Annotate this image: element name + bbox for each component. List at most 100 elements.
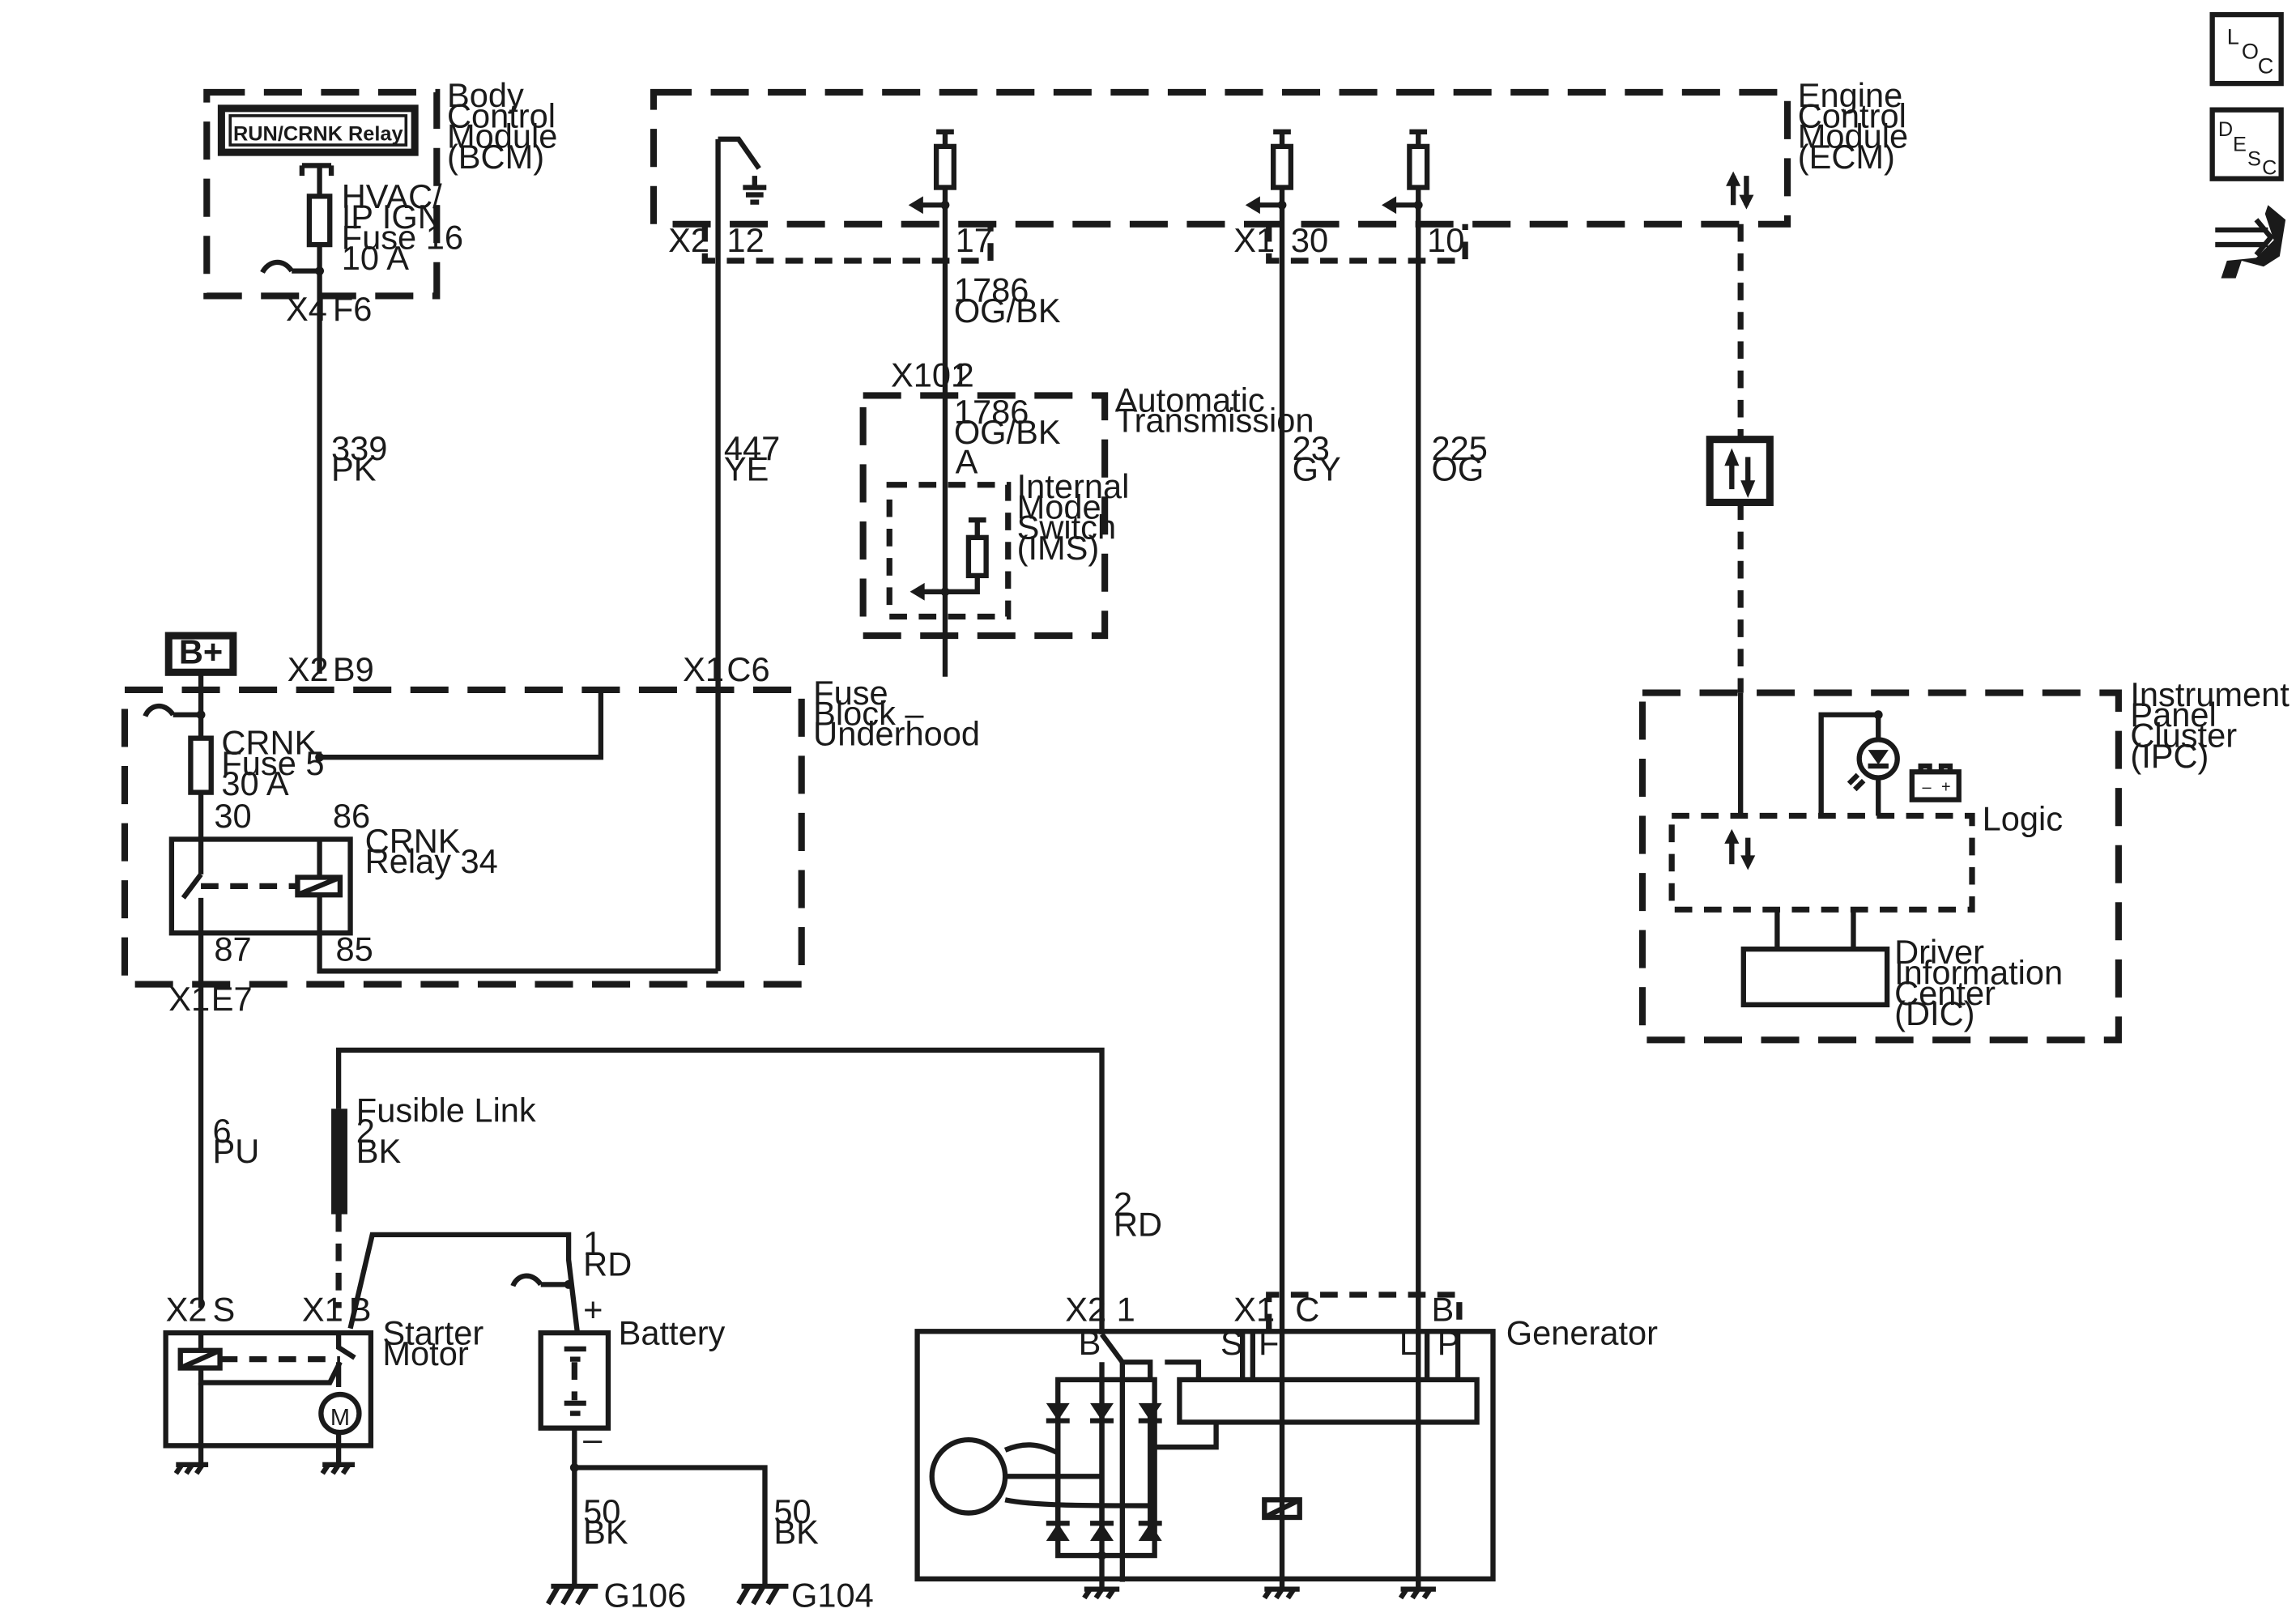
svg-text:X2: X2 [668,221,709,259]
svg-text:BK: BK [773,1513,819,1551]
svg-text:Module: Module [1798,117,1908,155]
svg-text:F: F [1259,1324,1279,1362]
svg-text:OG/BK: OG/BK [954,413,1061,451]
svg-text:85: 85 [335,930,373,968]
svg-text:RD: RD [1114,1206,1162,1244]
svg-text:Battery: Battery [619,1314,726,1352]
svg-text:G106: G106 [604,1576,687,1614]
svg-text:225: 225 [1432,429,1488,467]
svg-text:X1: X1 [683,650,724,688]
svg-text:(BCM): (BCM) [447,138,544,176]
svg-text:+: + [1941,779,1951,797]
svg-text:2: 2 [956,356,974,394]
svg-text:(DIC): (DIC) [1894,994,1974,1032]
svg-text:X1: X1 [302,1291,343,1329]
svg-text:Relay 34: Relay 34 [365,842,498,880]
connector-wrench-icon[interactable] [2215,205,2286,279]
ipc-box [1638,689,2122,1044]
transmission-box [859,392,1109,640]
svg-text:IP IGN: IP IGN [342,198,442,236]
svg-text:RD: RD [583,1245,632,1283]
bcm-title: Body [447,76,524,114]
battery-icon [1909,769,1962,802]
svg-text:B9: B9 [333,650,374,688]
svg-text:YE: YE [724,449,769,487]
svg-text:C: C [2258,53,2274,78]
svg-text:PK: PK [331,449,377,487]
svg-text:S: S [2247,147,2261,170]
svg-text:Underhood: Underhood [813,715,980,753]
svg-text:CRNK: CRNK [221,724,317,762]
starter-motor-box [163,1330,374,1449]
svg-text:CRNK: CRNK [365,822,461,860]
svg-text:86: 86 [333,797,370,835]
svg-text:GY: GY [1293,449,1341,487]
svg-text:Fuse: Fuse [813,674,888,712]
svg-text:D: D [2218,118,2233,141]
svg-text:50: 50 [773,1492,811,1530]
ecm-x1-connector [1266,223,1468,264]
svg-text:Engine: Engine [1798,76,1903,114]
loc-icon[interactable] [2209,11,2284,87]
svg-text:O: O [2242,38,2259,63]
logic-box [1668,812,1975,913]
svg-text:(IPC): (IPC) [2130,737,2209,775]
svg-text:X4: X4 [286,290,327,328]
svg-text:–: – [583,1419,603,1457]
svg-text:10 A: 10 A [342,239,410,277]
generator-box [914,1329,1496,1582]
bplus-label: B+ [179,632,223,670]
ims-box [886,482,1012,620]
svg-text:BK: BK [356,1132,402,1170]
crnk-relay-34 [168,836,353,936]
svg-text:Block –: Block – [813,694,924,732]
svg-text:E: E [2233,133,2247,155]
svg-text:Control: Control [447,96,556,134]
svg-text:Control: Control [1798,96,1906,134]
svg-text:2: 2 [356,1112,375,1150]
svg-text:B: B [1432,1291,1455,1329]
svg-text:Panel: Panel [2130,696,2216,734]
svg-text:(IMS): (IMS) [1017,529,1100,567]
svg-text:E7: E7 [211,980,253,1018]
svg-text:87: 87 [214,930,251,968]
svg-text:S: S [1220,1324,1243,1362]
svg-text:Fuse 16: Fuse 16 [342,219,463,257]
dic-box [1740,946,1890,1008]
svg-text:Module: Module [447,117,557,155]
svg-text:X101: X101 [891,356,969,394]
svg-text:Driver: Driver [1894,933,1984,971]
ecm-box [650,88,1791,228]
svg-text:30: 30 [214,797,251,835]
svg-text:S: S [213,1291,236,1329]
svg-text:339: 339 [331,429,387,467]
svg-text:12: 12 [726,221,764,259]
svg-text:X2: X2 [1065,1291,1106,1329]
serial-data-symbol [1706,436,1774,506]
svg-text:(ECM): (ECM) [1798,138,1895,176]
svg-text:X2: X2 [166,1291,207,1329]
svg-text:50: 50 [583,1492,620,1530]
svg-text:Transmission: Transmission [1115,402,1314,440]
svg-text:Instrument: Instrument [2130,675,2290,713]
svg-text:X1: X1 [1233,1291,1275,1329]
svg-text:X1: X1 [1233,221,1275,259]
voltage-regulator [1177,1377,1480,1425]
svg-text:B: B [1079,1324,1101,1362]
svg-text:Mode: Mode [1017,487,1101,526]
desc-icon[interactable] [2209,107,2284,181]
svg-text:BK: BK [583,1513,628,1551]
svg-text:Information: Information [1894,954,2063,992]
run-crnk-relay-label: RUN/CRNK Relay [233,123,403,146]
svg-text:HVAC/: HVAC/ [342,177,442,215]
generator-x1-connector [1266,1291,1463,1332]
svg-text:Automatic: Automatic [1115,381,1265,419]
svg-text:L: L [2227,23,2239,49]
svg-text:1: 1 [583,1224,602,1262]
svg-text:+: + [583,1291,603,1329]
svg-text:Motor: Motor [382,1334,468,1372]
svg-text:OG/BK: OG/BK [954,291,1061,330]
svg-text:1786: 1786 [954,393,1029,431]
svg-text:17: 17 [956,221,993,259]
